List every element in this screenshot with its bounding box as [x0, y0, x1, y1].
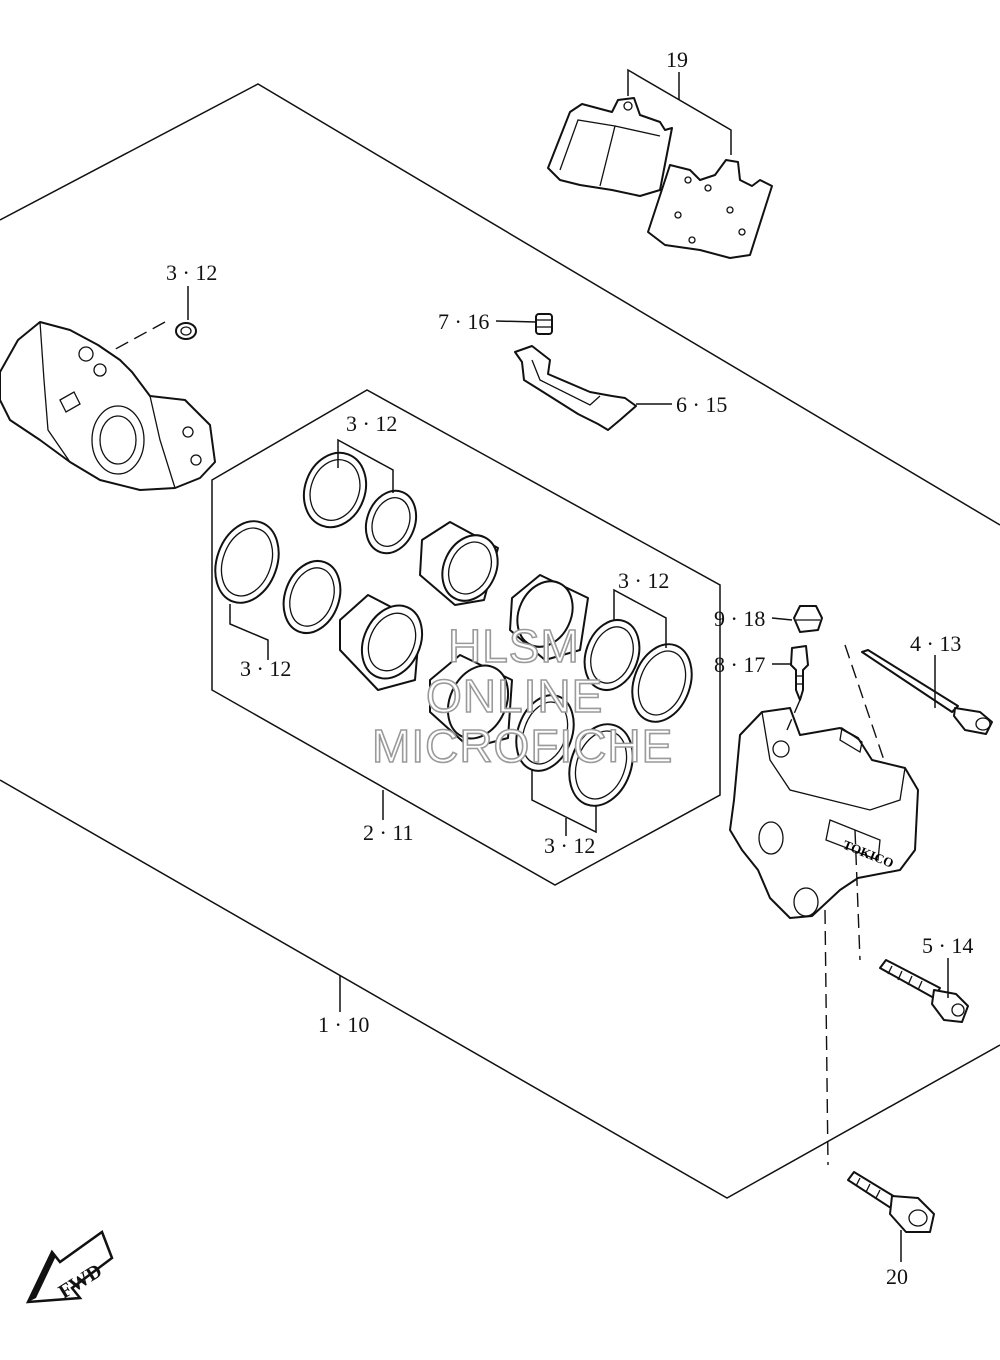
callout-leader-7-16 — [495, 320, 537, 323]
pad-spring-bracket — [514, 345, 637, 431]
callout-label-19: 19 — [666, 47, 688, 72]
watermark-line-1: HLSM — [448, 620, 580, 672]
left-caliper-body — [0, 321, 216, 491]
washer-top-left-hole — [180, 326, 192, 336]
callout-label-3-12-kit-right: 3 · 12 — [618, 568, 669, 593]
bleeder-cap — [793, 605, 823, 633]
callout-label-2-11: 2 · 11 — [363, 820, 414, 845]
callout-label-9-18: 9 · 18 — [714, 606, 765, 631]
callout-label-7-16: 7 · 16 — [438, 309, 489, 334]
bleeder-dashed-leader — [786, 699, 801, 731]
callout-label-3-12-kit-bottom: 3 · 12 — [544, 833, 595, 858]
callout-label-8-17: 8 · 17 — [714, 652, 765, 677]
brake-pad-front — [547, 97, 673, 197]
callout-label-3-12-top: 3 · 12 — [166, 260, 217, 285]
seal-ring-3 — [214, 520, 280, 604]
piston-1 — [419, 521, 499, 606]
seal-ring-1 — [302, 451, 368, 529]
watermark-line-2: ONLINE — [426, 670, 603, 722]
piston-2 — [339, 594, 424, 691]
washer-dashed-leader — [109, 321, 166, 353]
callout-label-6-15: 6 · 15 — [676, 392, 727, 417]
callout-bracket-3-12-kit-bottom — [531, 770, 597, 834]
callout-label-3-12-kit-top: 3 · 12 — [346, 411, 397, 436]
pad-pin — [861, 649, 993, 735]
assembly-boundary-outline — [0, 83, 1000, 526]
fwd-arrow-icon: FWD — [25, 1230, 114, 1304]
pad-pin-bolt — [535, 313, 553, 335]
callout-label-3-12-kit-left: 3 · 12 — [240, 656, 291, 681]
callout-bracket-3-12-kit-top — [337, 438, 394, 493]
assembly-boundary-outline-lower — [0, 779, 1000, 1199]
callout-leader-9-18 — [771, 617, 793, 621]
brake-pad-rear — [647, 159, 773, 259]
callout-label-5-14: 5 · 14 — [922, 933, 973, 958]
callout-label-1-10: 1 · 10 — [318, 1012, 369, 1037]
seal-ring-2 — [364, 489, 418, 555]
seal-ring-5 — [583, 619, 641, 691]
callout-label-20: 20 — [886, 1264, 908, 1289]
right-caliper-body: TOKICO — [729, 707, 919, 919]
callout-label-4-13: 4 · 13 — [910, 631, 961, 656]
piston-4 — [429, 654, 513, 749]
watermark-line-3: MICROFICHE — [372, 720, 673, 772]
caliper-bolt-5-14 — [879, 959, 969, 1023]
seal-ring-8 — [568, 723, 634, 807]
bolt-5-14-dashed-leader — [854, 829, 861, 961]
seal-ring-6 — [631, 643, 693, 723]
washer-top-left — [175, 322, 197, 340]
pad-pin-dashed-leader — [844, 644, 889, 773]
mounting-bolt-20 — [847, 1171, 935, 1233]
piston-3 — [509, 574, 589, 661]
bolt-20-dashed-leader — [824, 909, 829, 1166]
callout-bracket-3-12-kit-left — [229, 604, 269, 660]
piston-kit-boundary — [211, 389, 721, 886]
seal-ring-7 — [515, 694, 575, 772]
callout-bracket-3-12-kit-right — [613, 588, 667, 648]
seal-ring-4 — [282, 560, 342, 634]
bleeder-valve — [790, 645, 809, 701]
